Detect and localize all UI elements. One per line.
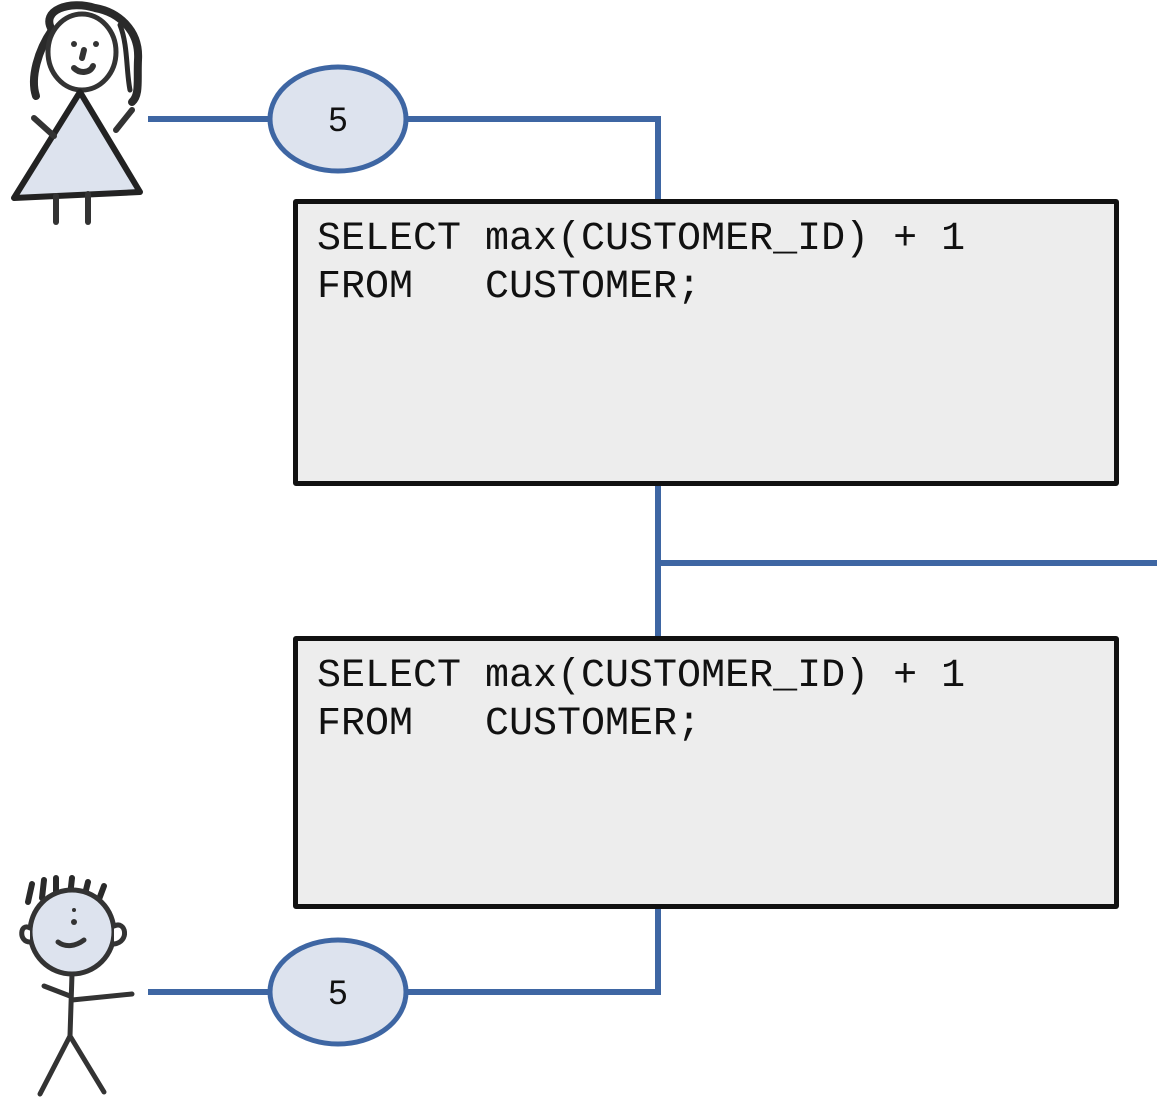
- sql-line: SELECT max(CUSTOMER_ID) + 1: [317, 654, 966, 699]
- sql-query-box-bottom: SELECT max(CUSTOMER_ID) + 1 FROM CUSTOME…: [293, 636, 1119, 909]
- sql-line: SELECT max(CUSTOMER_ID) + 1: [317, 217, 966, 262]
- value-badge-top: 5: [267, 64, 409, 174]
- sql-line: FROM CUSTOMER;: [317, 265, 702, 310]
- sql-line: FROM CUSTOMER;: [317, 702, 702, 747]
- value-badge-bottom: 5: [267, 937, 409, 1047]
- badge-value-top: 5: [329, 101, 348, 139]
- boy-stick-figure-icon: [19, 875, 135, 1097]
- badge-value-bottom: 5: [329, 974, 348, 1012]
- sql-query-box-top: SELECT max(CUSTOMER_ID) + 1 FROM CUSTOME…: [293, 199, 1119, 486]
- girl-stick-figure-icon: [11, 1, 143, 225]
